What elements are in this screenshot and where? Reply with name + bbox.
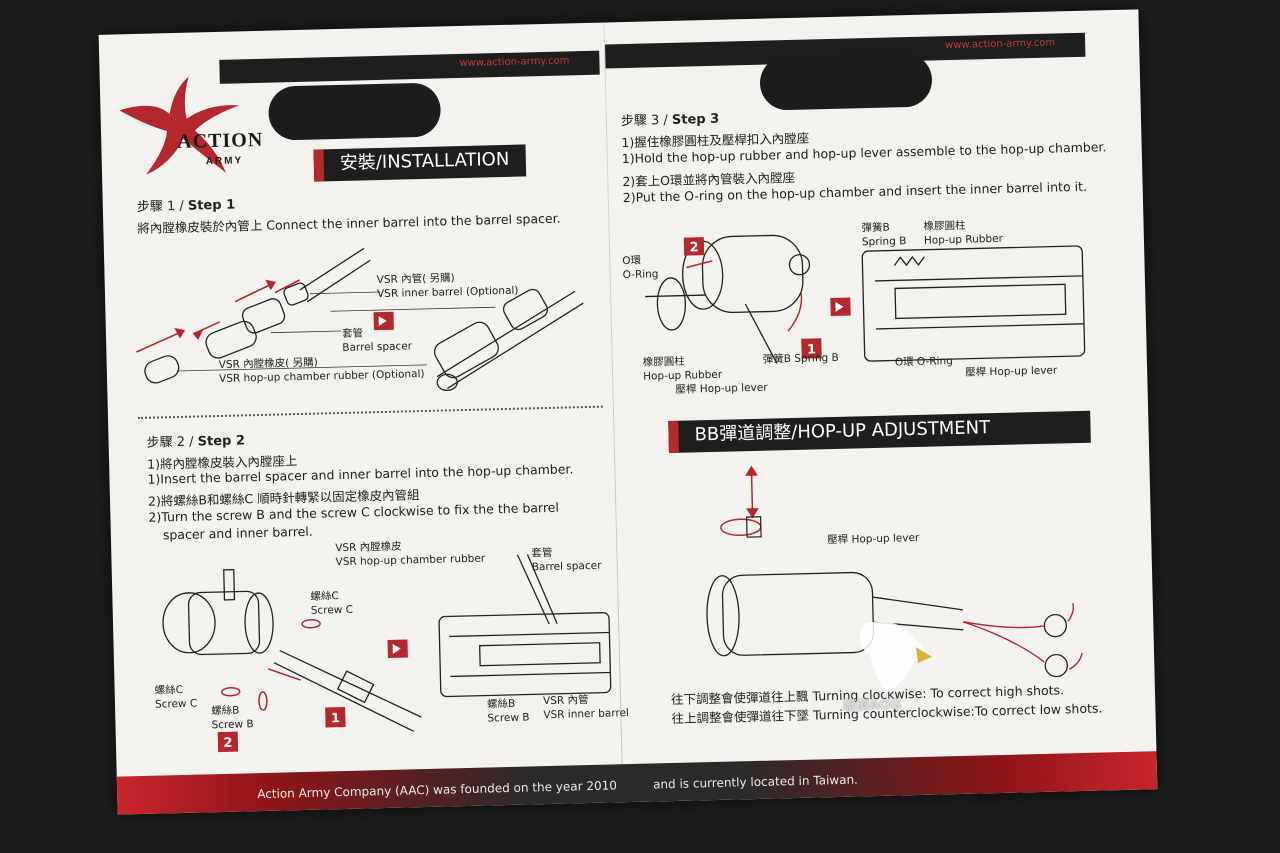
step2-screw-c2-label: 螺絲C Screw C bbox=[154, 683, 198, 711]
watermark-text: 聯濟AOG bbox=[843, 697, 902, 714]
step3-lever2-label: 壓桿 Hop-up lever bbox=[964, 364, 1058, 379]
step3-oring2-label: O環 O-Ring bbox=[894, 355, 953, 369]
footer-bar: Action Army Company (AAC) was founded on… bbox=[116, 751, 1158, 815]
installation-title: 安裝/INSTALLATION bbox=[313, 144, 526, 182]
step3-badge-2: 2 bbox=[689, 240, 698, 255]
step2-rubber-label: VSR 內膛橡皮 VSR hop-up chamber rubber bbox=[335, 540, 486, 569]
step3-heading: 步驟 3 / Step 3 bbox=[620, 111, 720, 130]
step3-spring-label: 彈簧B Spring B bbox=[762, 351, 839, 366]
website-left: www.action-army.com bbox=[459, 55, 570, 70]
eagle-watermark-icon bbox=[859, 621, 933, 694]
step1-spacer-label: 套管 Barrel spacer bbox=[341, 327, 413, 354]
hopup-lever-label: 壓桿 Hop-up lever bbox=[827, 531, 920, 547]
hang-hole-left bbox=[267, 82, 442, 141]
step-divider bbox=[137, 405, 603, 419]
step2-barrel-label: VSR 內管 VSR inner barrel bbox=[542, 694, 630, 722]
brand-subname: ARMY bbox=[205, 155, 244, 168]
step2-heading: 步驟 2 / Step 2 bbox=[146, 433, 246, 451]
step3-rubber2-label: 橡膠圓柱 Hop-up Rubber bbox=[923, 219, 1004, 247]
hang-hole-right bbox=[759, 52, 933, 111]
step2-spacer-label: 套管 Barrel spacer bbox=[531, 546, 602, 574]
action-army-logo-icon bbox=[119, 76, 240, 175]
step2-screw-c-label: 螺絲C Screw C bbox=[310, 590, 354, 617]
step1-rubber-label: VSR 內膛橡皮( 另購) VSR hop-up chamber rubber … bbox=[218, 356, 425, 385]
website-right: www.action-army.com bbox=[944, 37, 1056, 52]
step1-heading: 步驟 1 / Step 1 bbox=[136, 197, 236, 215]
step3-rubber-label: 橡膠圓柱 Hop-up Rubber bbox=[642, 355, 723, 383]
footer-left-text: Action Army Company (AAC) was founded on… bbox=[257, 778, 618, 802]
step2-badge-1: 1 bbox=[331, 711, 340, 726]
step1-inner-barrel-label: VSR 內管( 另購) VSR inner barrel (Optional) bbox=[376, 272, 519, 301]
step2-screw-b-label: 螺絲B Screw B bbox=[211, 704, 254, 732]
step3-lever-label: 壓桿 Hop-up lever bbox=[675, 381, 768, 396]
top-bar-left: www.action-army.com bbox=[219, 50, 600, 84]
step1-diagram bbox=[136, 247, 584, 392]
step3-diagram: 2 1 bbox=[645, 234, 1086, 364]
instruction-card: www.action-army.com www.action-army.com … bbox=[98, 9, 1158, 815]
footer-right-text: and is currently located in Taiwan. bbox=[652, 772, 859, 792]
step2-diagram: 1 2 bbox=[162, 554, 612, 753]
step2-screw-b2-label: 螺絲B Screw B bbox=[486, 697, 530, 725]
step3-oring-label: O環 O-Ring bbox=[622, 254, 659, 282]
step3-badge-1: 1 bbox=[807, 342, 816, 357]
step2-badge-2: 2 bbox=[223, 736, 232, 751]
hopup-title: BB彈道調整/HOP-UP ADJUSTMENT bbox=[668, 410, 1091, 454]
brand-name: ACTION bbox=[176, 128, 264, 153]
step3-spring2-label: 彈簧B Spring B bbox=[861, 221, 907, 249]
